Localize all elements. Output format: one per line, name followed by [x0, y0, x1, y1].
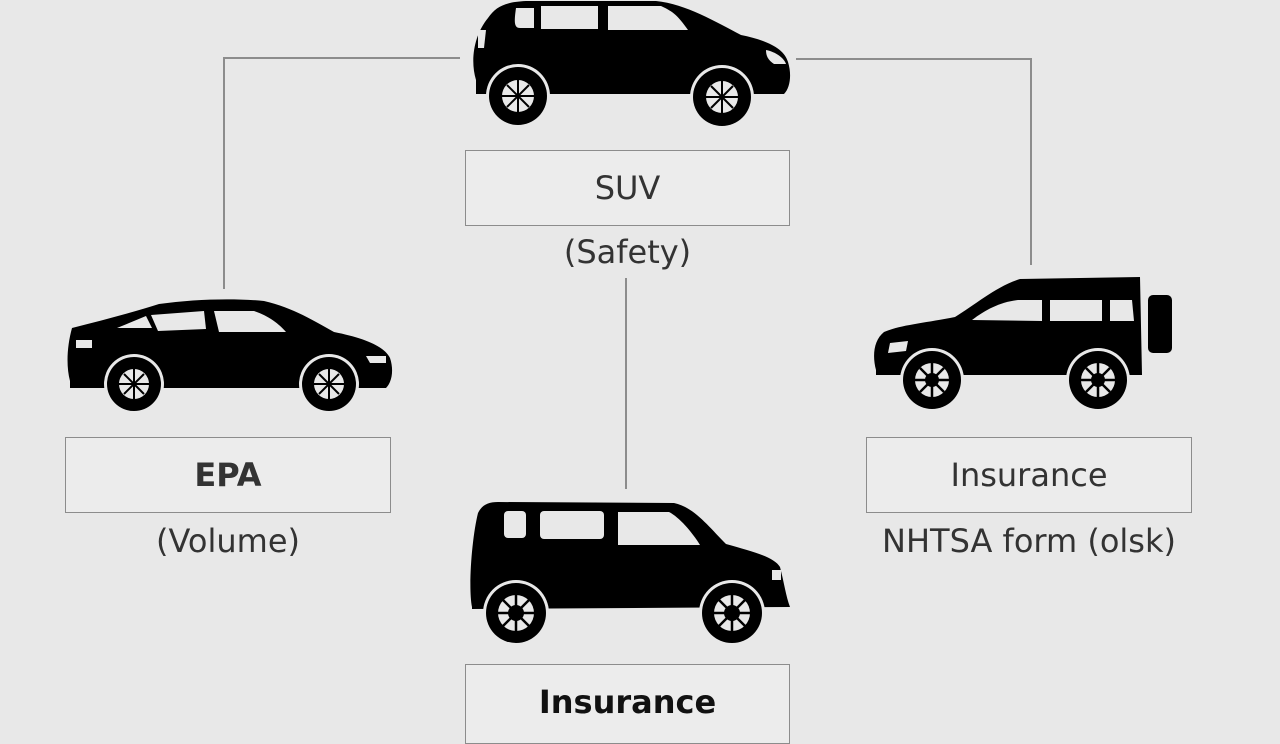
- node-label-suv: SUV: [465, 150, 790, 226]
- suv-hatch-icon: [473, 1, 791, 129]
- connector-top-left-vertical: [223, 57, 225, 289]
- node-sublabel-safety: (Safety): [563, 233, 692, 271]
- node-label-insurance-right: Insurance: [866, 437, 1192, 513]
- offroad-suv-icon: [874, 277, 1172, 412]
- connector-top-bottom-vertical: [625, 278, 627, 489]
- node-label-epa: EPA: [65, 437, 391, 513]
- connector-top-right-vertical: [1030, 58, 1032, 265]
- sedan-icon: [67, 299, 393, 414]
- connector-top-right-horizontal: [796, 58, 1032, 60]
- node-sublabel-nhtsa: NHTSA form (olsk): [882, 522, 1176, 560]
- node-label-insurance-bottom: Insurance: [465, 664, 790, 744]
- node-sublabel-volume: (Volume): [156, 522, 300, 560]
- minivan-icon: [470, 502, 790, 646]
- connector-top-left-horizontal: [224, 57, 460, 59]
